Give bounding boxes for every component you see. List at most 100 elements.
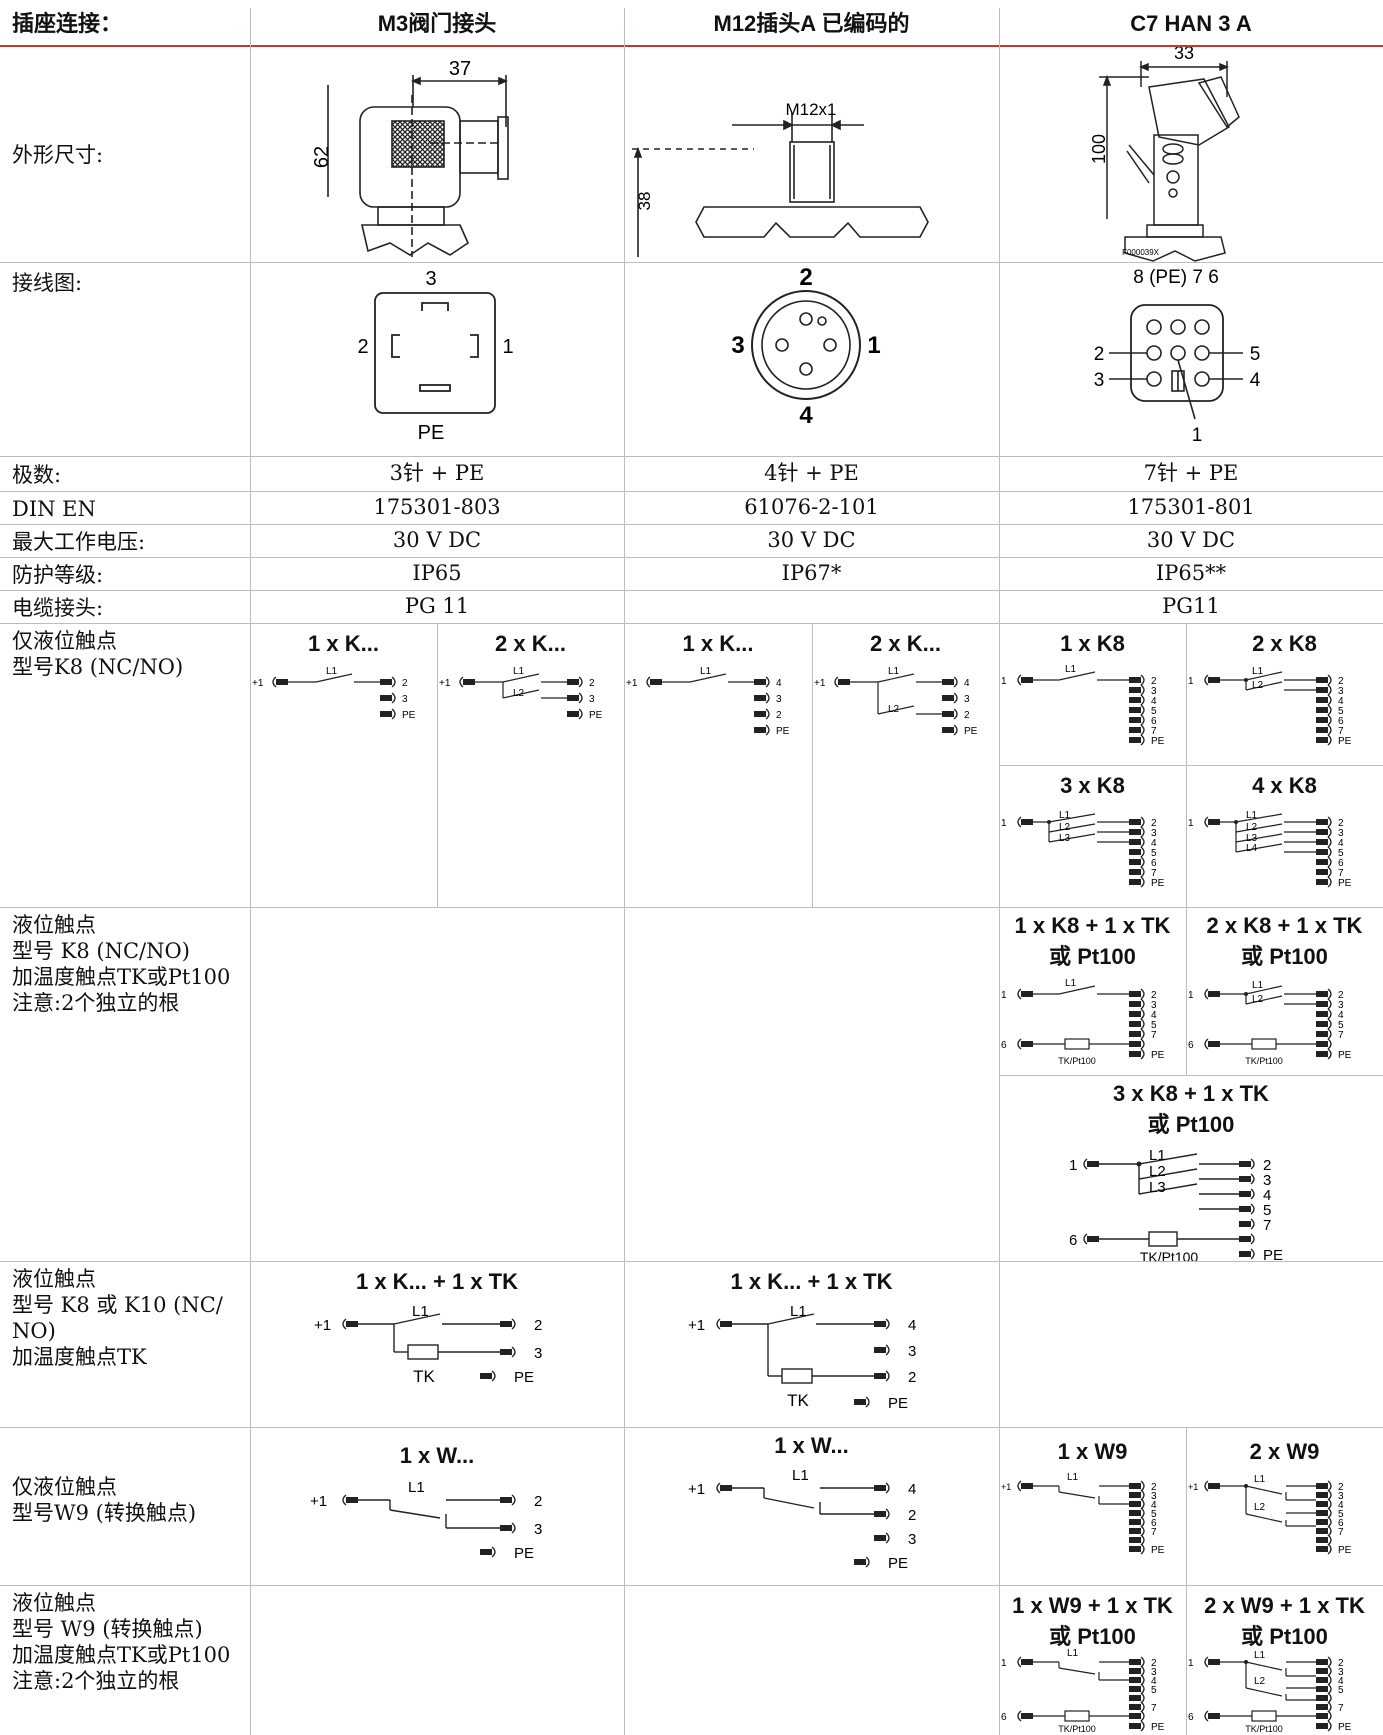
sym-7: 7 [1263, 1217, 1271, 1234]
sym-5: 5 [1263, 1202, 1271, 1219]
m3-dimension-drawing: 37 62 [311, 58, 509, 257]
row-divider [0, 1427, 1383, 1428]
header-m12: M12插头A 已编码的 [713, 11, 910, 36]
row-divider [0, 590, 1383, 591]
sym-2: 2 [964, 710, 970, 721]
schematic-m3-k-tk: +1 L1 TK 2 3 PE [314, 1303, 542, 1386]
sym-3: 3 [1151, 686, 1157, 697]
sym-l1: L1 [700, 666, 712, 677]
sym-plus1: +1 [310, 1493, 327, 1510]
protection-m3: IP65 [412, 561, 462, 585]
sym-l2: L2 [513, 688, 525, 699]
row-label-voltage: 最大工作电压: [12, 530, 146, 554]
sym-4: 4 [1151, 838, 1157, 849]
sym-l2: L2 [1059, 822, 1071, 833]
sym-pe: PE [1338, 736, 1352, 747]
sym-pe: PE [589, 710, 603, 721]
sym-7: 7 [1338, 1030, 1344, 1041]
title-m12-w: 1 x W... [774, 1433, 849, 1458]
sym-6: 6 [1338, 716, 1344, 727]
sym-2: 2 [1151, 990, 1157, 1001]
m12-wiring-diagram: 2 3 1 4 [731, 264, 880, 429]
sym-plus1: +1 [252, 678, 264, 689]
sym-pe: PE [1151, 1050, 1165, 1061]
sym-2: 2 [1151, 676, 1157, 687]
sym-tkpt: TK/Pt100 [1058, 1056, 1096, 1066]
row-label-k10-tk: 液位触点 型号 K8 或 K10 (NC/ NO) 加温度触点TK [12, 1267, 223, 1369]
row-divider [999, 765, 1383, 766]
sym-6: 6 [1151, 1518, 1157, 1529]
sym-2: 2 [1151, 1658, 1157, 1669]
sym-2: 2 [1338, 1658, 1344, 1669]
c7-dimension-drawing: 33 100 F000039X [1089, 47, 1240, 262]
c7-pin-2: 2 [1094, 344, 1105, 365]
sym-l2: L2 [1252, 994, 1264, 1005]
sym-4: 4 [1151, 1500, 1157, 1511]
sym-7: 7 [1338, 1703, 1344, 1714]
sym-2: 2 [1151, 818, 1157, 829]
sym-l3: L3 [1149, 1179, 1166, 1196]
sym-l1: L1 [1246, 810, 1258, 821]
c7-pin-5: 5 [1250, 344, 1261, 365]
sym-l1: L1 [1067, 1472, 1079, 1483]
sym-4: 4 [1151, 1010, 1157, 1021]
sym-pe: PE [1338, 1050, 1352, 1061]
voltage-m3: 30 V DC [392, 528, 482, 552]
din-m12: 61076-2-101 [744, 495, 879, 519]
sym-2: 2 [1151, 1482, 1157, 1493]
sym-l1: L1 [1065, 978, 1077, 989]
sym-2: 2 [1338, 818, 1344, 829]
m3-dim-w: 37 [449, 58, 471, 80]
sym-5: 5 [1151, 1685, 1157, 1696]
sym-3: 3 [1338, 1491, 1344, 1502]
sym-5: 5 [1338, 1685, 1344, 1696]
sym-pe: PE [964, 726, 978, 737]
sym-l2: L2 [1246, 822, 1258, 833]
m12-dim-h: 38 [635, 192, 654, 211]
sym-pe: PE [402, 710, 416, 721]
sym-2: 2 [534, 1317, 542, 1334]
sym-pe: PE [1151, 1545, 1165, 1556]
row-divider [0, 1261, 1383, 1262]
sym-tkpt: TK/Pt100 [1058, 1724, 1096, 1734]
m3-pin-3: 3 [425, 268, 436, 290]
row-label-cable: 电缆接头: [12, 596, 104, 620]
title-m3-2k: 2 x K... [495, 631, 566, 656]
schematic-m12-1k: +1 L1 4 3 2 PE [626, 666, 790, 737]
c7-dim-w: 33 [1174, 47, 1194, 63]
sym-2: 2 [776, 710, 782, 721]
sym-6: 6 [1338, 858, 1344, 869]
sym-pe: PE [1338, 1722, 1352, 1733]
sym-l1: L1 [792, 1467, 809, 1484]
sym-l1: L1 [790, 1303, 807, 1320]
sym-3: 3 [534, 1345, 542, 1362]
sym-1: 1 [1001, 1658, 1007, 1669]
sym-1: 1 [1001, 990, 1007, 1001]
sym-4: 4 [1151, 1676, 1157, 1687]
sym-l1: L1 [1254, 1474, 1266, 1485]
title-m12-k-tk: 1 x K... + 1 x TK [730, 1269, 893, 1294]
sym-plus1: +1 [1188, 1482, 1198, 1492]
sym-2: 2 [589, 678, 595, 689]
col-divider [1186, 1585, 1187, 1735]
title-c7-3k8-tk: 3 x K8 + 1 x TK 或 Pt100 [1113, 1081, 1269, 1137]
cable-c7: PG11 [1162, 594, 1220, 618]
sym-3: 3 [1338, 828, 1344, 839]
sym-3: 3 [908, 1343, 916, 1360]
c7-dim-h: 100 [1089, 134, 1109, 164]
title-c7-2k8: 2 x K8 [1252, 631, 1317, 656]
sym-7: 7 [1151, 1030, 1157, 1041]
sym-pe: PE [1263, 1247, 1283, 1261]
sym-1: 1 [1188, 990, 1194, 1001]
sym-l1: L1 [408, 1479, 425, 1496]
m12-dim-thread: M12x1 [785, 100, 836, 119]
schematic-c7-2w9: +1 L1 L2 2 3 4 5 6 7 PE [1188, 1474, 1352, 1556]
sym-pe: PE [1151, 878, 1165, 889]
sym-l1: L1 [1065, 664, 1077, 675]
title-c7-2k8-tk: 2 x K8 + 1 x TK 或 Pt100 [1206, 913, 1363, 969]
sym-7: 7 [1338, 1527, 1344, 1538]
m3-wiring-diagram: 3 2 1 PE [357, 268, 513, 444]
sym-2: 2 [908, 1369, 916, 1386]
sym-1: 1 [1188, 818, 1194, 829]
sym-3: 3 [1338, 686, 1344, 697]
